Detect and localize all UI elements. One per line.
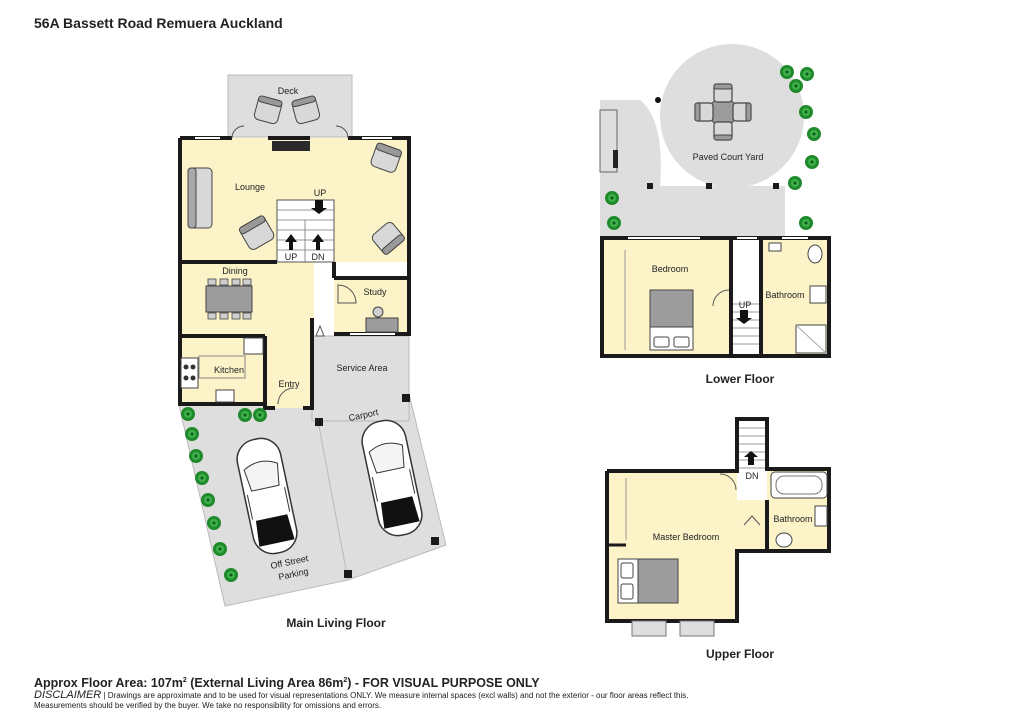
main-floor-title: Main Living Floor bbox=[286, 616, 386, 630]
disclaimer-title: DISCLAIMER bbox=[34, 689, 102, 701]
dining-label: Dining bbox=[222, 266, 248, 276]
upper-floor-title: Upper Floor bbox=[706, 647, 774, 661]
upper-bathroom-label: Bathroom bbox=[773, 514, 812, 524]
service-area bbox=[311, 335, 410, 422]
lower-floor-title: Lower Floor bbox=[706, 372, 775, 386]
master-bedroom-label: Master Bedroom bbox=[653, 532, 720, 542]
stairs-up-left-label: UP bbox=[285, 252, 298, 262]
lower-bathroom-label: Bathroom bbox=[765, 290, 804, 300]
lower-stairs-label: UP bbox=[739, 300, 752, 310]
entry-label: Entry bbox=[278, 379, 300, 389]
upper-stairs-label: DN bbox=[746, 471, 759, 481]
disclaimer-line-2: Measurements should be verified by the b… bbox=[34, 701, 382, 710]
bedroom-label: Bedroom bbox=[652, 264, 689, 274]
floor-area-summary: Approx Floor Area: 107m2 (External Livin… bbox=[34, 676, 540, 690]
upper-floor: DN Master Bedroom Bathroom Upper Floor bbox=[605, 417, 831, 661]
disclaimer: DISCLAIMER | Drawings are approximate an… bbox=[34, 690, 994, 711]
disclaimer-line-1: | Drawings are approximate and to be use… bbox=[101, 691, 689, 700]
entry-room bbox=[265, 336, 312, 408]
study-label: Study bbox=[363, 287, 387, 297]
deck-label: Deck bbox=[278, 86, 299, 96]
service-area-label: Service Area bbox=[336, 363, 387, 373]
lower-stairs bbox=[731, 238, 761, 356]
stairs-dn-label: DN bbox=[312, 252, 325, 262]
deck-area bbox=[227, 74, 353, 138]
stairs-up-label: UP bbox=[314, 188, 327, 198]
main-living-floor: Deck Lounge UP UP DN Dining Study Kitche… bbox=[178, 74, 447, 630]
page-title: 56A Bassett Road Remuera Auckland bbox=[34, 15, 283, 31]
kitchen-label: Kitchen bbox=[214, 365, 244, 375]
lounge-label: Lounge bbox=[235, 182, 265, 192]
courtyard-label: Paved Court Yard bbox=[693, 152, 764, 162]
lower-floor: Paved Court Yard Bedroom UP Bathroom Low… bbox=[599, 44, 831, 386]
